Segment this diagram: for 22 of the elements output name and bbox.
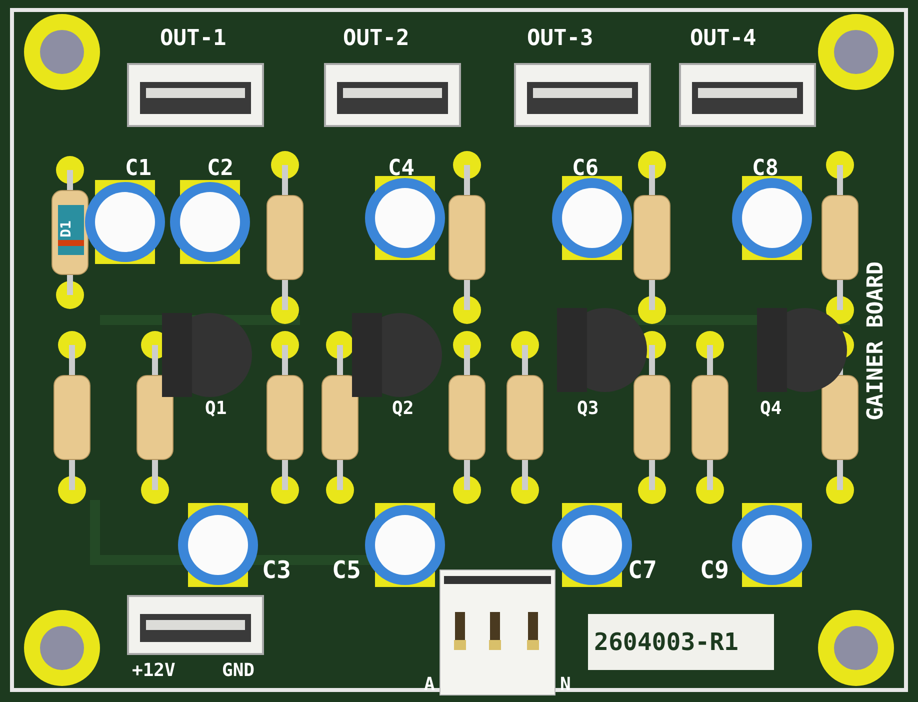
reference-designator: C4: [388, 158, 414, 180]
reference-designator: C9: [700, 558, 729, 582]
reference-designator: Q3: [577, 400, 599, 418]
reference-designator: C2: [207, 158, 234, 180]
connector-label: OUT-3: [527, 28, 594, 50]
reference-designator: Q1: [205, 400, 227, 418]
reference-designator: C6: [572, 158, 598, 180]
revision-label: 2604003-R1: [594, 630, 738, 654]
reference-designator: Q2: [392, 400, 414, 418]
reference-designator: C7: [628, 558, 657, 582]
reference-designator: C1: [125, 158, 152, 180]
reference-designator: C8: [752, 158, 778, 180]
reference-designator: C3: [262, 558, 291, 582]
reference-designator: C5: [332, 558, 361, 582]
connector-label: OUT-2: [343, 28, 410, 50]
connector-label: OUT-4: [690, 28, 756, 50]
board-title: GAINER BOARD: [865, 262, 888, 420]
pin-label: +12V: [132, 662, 176, 680]
pin-label: GND: [222, 662, 255, 680]
reference-designator: D1: [59, 220, 74, 238]
connector-label: OUT-1: [160, 28, 226, 50]
reference-designator: Q4: [760, 400, 782, 418]
